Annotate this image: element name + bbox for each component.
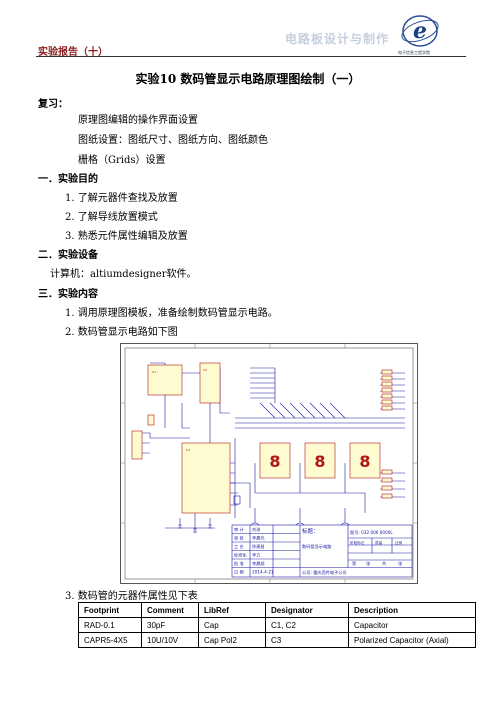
tb-row-label: 审 计: [234, 526, 244, 533]
table-header-cell: Designator: [265, 602, 349, 618]
svg-text:8: 8: [269, 452, 280, 471]
tb-row-value: 2014-4-21: [252, 570, 274, 575]
review-line: 栅格（Grids）设置: [78, 155, 166, 166]
tb-drawing-no: 图号: 032 006 0000L: [350, 530, 393, 536]
review-line: 图纸设置：图纸尺寸、图纸方向、图纸颜色: [78, 135, 268, 146]
purpose-item: 1. 了解元器件查找及放置: [65, 193, 178, 204]
purpose-item: 2. 了解导线放置模式: [65, 212, 158, 223]
table-cell: CAPR5-4X5: [78, 632, 142, 648]
tb-sheet-label: 共: [382, 560, 386, 567]
tb-row-label: 审 核: [234, 535, 245, 542]
table-cell: Cap: [198, 617, 266, 633]
table-row: CAPR5-4X5 10U/10V Cap Pol2 C3 Polarized …: [78, 632, 476, 648]
table-cell: C3: [265, 632, 349, 648]
report-header-label: 实验报告（十）: [38, 47, 108, 58]
table-row: RAD-0.1 30pF Cap C1, C2 Capacitor: [78, 617, 476, 633]
table-cell: RAD-0.1: [78, 617, 142, 633]
svg-text:8: 8: [314, 452, 325, 471]
tb-company: 公司: 重庆西传电子公司: [302, 569, 347, 576]
table-header-cell: Comment: [141, 602, 199, 618]
tb-sheet-label: 张: [398, 560, 403, 567]
table-cell: C1, C2: [265, 617, 349, 633]
tb-scale-label: 比例: [395, 540, 403, 545]
table-header-cell: Description: [348, 602, 476, 618]
table-cell: Polarized Capacitor (Axial): [348, 632, 476, 648]
tb-row-value: 刘琼: [252, 526, 260, 532]
tb-row-label: 日 期: [234, 570, 244, 576]
tb-row-label: 工 艺: [234, 544, 244, 549]
tb-row-label: 批 准: [234, 560, 244, 567]
equipment-text: 计算机：altiumdesigner软件。: [50, 269, 197, 280]
tb-title-value: 数码管显示电路: [302, 543, 332, 550]
tb-row-value: 李晨斌: [252, 560, 265, 567]
tb-row-label: 标准化: [234, 552, 247, 559]
svg-text:U1: U1: [152, 370, 156, 374]
tb-row-value: 徐建昌: [252, 543, 265, 550]
purpose-heading: 一．实验目的: [38, 174, 98, 185]
table-cell: Capacitor: [348, 617, 476, 633]
purpose-item: 3. 熟悉元件属性编辑及放置: [65, 231, 188, 242]
tb-title-label: 标题：: [302, 527, 319, 535]
review-line: 原理图编辑的操作界面设置: [78, 115, 198, 126]
logo-caption: 电子信息工程学院: [398, 50, 430, 55]
college-logo: e: [400, 12, 440, 52]
equipment-heading: 二．实验设备: [38, 250, 98, 261]
svg-text:8: 8: [359, 452, 370, 471]
table-cell: 30pF: [141, 617, 199, 633]
content-item: 1. 调用原理图模板，准备绘制数码管显示电路。: [65, 308, 278, 319]
content-item: 3. 数码管的元器件属性见下表: [65, 591, 198, 602]
review-heading: 复习：: [38, 99, 68, 110]
course-watermark: 电路板设计与制作: [285, 32, 390, 46]
content-heading: 三．实验内容: [38, 289, 98, 300]
tb-row-value: 李晨光: [252, 535, 265, 542]
tb-sheet-label: 第: [352, 560, 356, 567]
tb-sheet-label: 张: [366, 560, 371, 567]
table-cell: Cap Pol2: [198, 632, 266, 648]
content-item: 2. 数码管显示电路如下图: [65, 327, 178, 338]
component-properties-table: Footprint Comment LibRef Designator Desc…: [78, 602, 476, 648]
tb-row-value: 李方: [252, 552, 260, 559]
table-header-cell: LibRef: [198, 602, 266, 618]
svg-text:U3: U3: [186, 448, 190, 452]
svg-text:e: e: [413, 18, 427, 44]
page-title: 实验10 数码管显示电路原理图绘制（一）: [135, 72, 361, 86]
tb-mass-label: 质量: [375, 540, 383, 545]
tb-stage-label: 阶段标记: [350, 540, 365, 545]
svg-text:U2: U2: [203, 368, 207, 372]
table-header-row: Footprint Comment LibRef Designator Desc…: [78, 602, 476, 618]
header-divider: [36, 56, 466, 57]
table-header-cell: Footprint: [78, 602, 142, 618]
table-cell: 10U/10V: [141, 632, 199, 648]
